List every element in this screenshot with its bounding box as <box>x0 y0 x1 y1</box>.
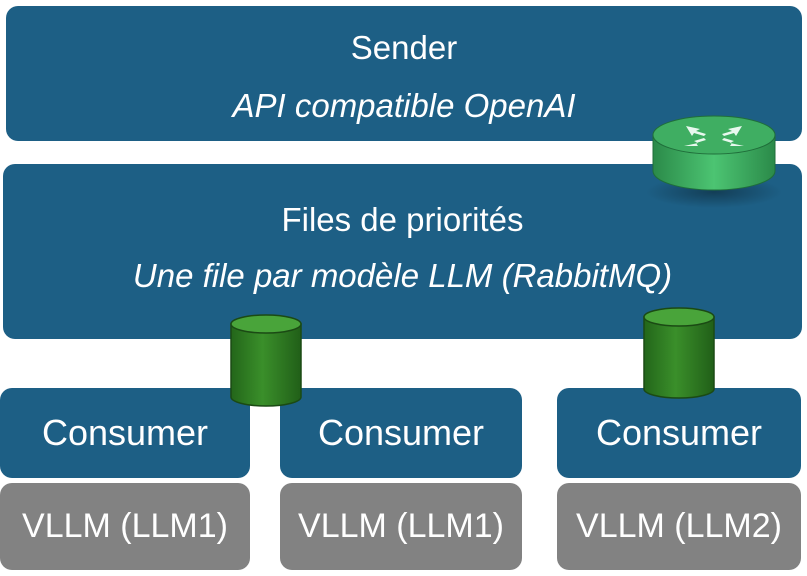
sender-box: Sender API compatible OpenAI <box>6 6 802 141</box>
sender-title: Sender <box>350 29 458 66</box>
consumer-box: Consumer <box>0 388 250 478</box>
queues-title: Files de priorités <box>281 201 524 238</box>
sender-subtitle: API compatible OpenAI <box>232 87 576 124</box>
consumer-box: Consumer <box>280 388 522 478</box>
priority-queues-box: Files de priorités Une file par modèle L… <box>3 164 802 339</box>
queues-subtitle: Une file par modèle LLM (RabbitMQ) <box>132 257 673 294</box>
vllm-backend-box: VLLM (LLM2) <box>557 483 801 570</box>
vllm-backend-box: VLLM (LLM1) <box>280 483 522 570</box>
vllm-backend-box: VLLM (LLM1) <box>0 483 250 570</box>
consumer-box: Consumer <box>557 388 801 478</box>
